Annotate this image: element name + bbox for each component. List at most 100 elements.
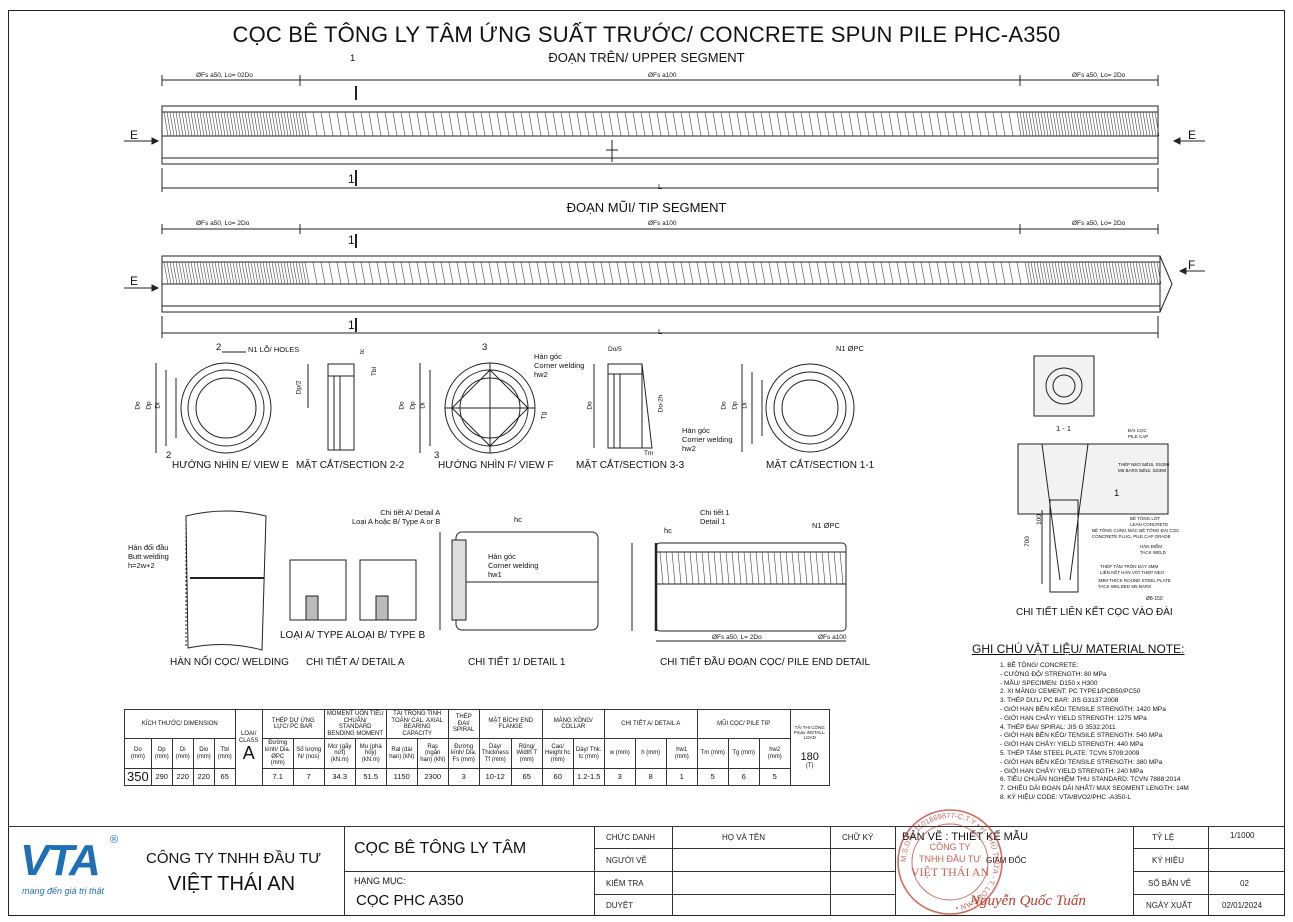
spiral-line: [480, 261, 486, 285]
spiral-line: [480, 111, 486, 137]
spiral-line: [1030, 261, 1036, 285]
spiral-line: [1072, 261, 1078, 285]
pile-end-note-pc: N1 ØPC: [812, 521, 840, 530]
spiral-line: [568, 111, 574, 137]
spiral-line: [1093, 261, 1099, 285]
spiral-line: [696, 261, 702, 285]
cap-dim-700: 700: [1023, 536, 1031, 547]
spec-value-cell: 220: [192, 767, 215, 787]
spiral-line: [178, 111, 184, 137]
spiral-line: [1102, 261, 1108, 285]
cap-note-5: HÀN ĐIỂM TACK WELD: [1140, 544, 1166, 555]
spiral-line: [768, 261, 774, 285]
spiral-line: [193, 261, 199, 285]
vta-logo: VTA: [20, 836, 101, 885]
welding-caption: HÀN NỐI CỌC/ WELDING: [170, 657, 289, 668]
upper-end-left: E: [130, 128, 139, 142]
spiral-line: [1144, 261, 1150, 285]
drawing-title: CỌC BÊ TÔNG LY TÂM ỨNG SUẤT TRƯỚC/ CONCR…: [232, 22, 1061, 47]
row-checked: KIỂM TRA: [606, 879, 644, 888]
spiral-line: [1076, 111, 1082, 137]
spiral-line: [704, 111, 710, 137]
spiral-line: [1156, 261, 1162, 285]
spiral-line: [1151, 111, 1157, 137]
view-f-dim-tg: Tg: [540, 411, 548, 420]
spiral-line: [833, 551, 838, 585]
spiral-line: [172, 111, 178, 137]
spiral-line: [376, 111, 382, 137]
col-position: CHỨC DANH: [606, 833, 656, 842]
spiral-line: [211, 111, 217, 137]
spec-header-cell: hw1 (mm): [665, 738, 698, 769]
spiral-line: [214, 111, 220, 137]
spiral-line: [1090, 261, 1096, 285]
material-note-title: GHI CHÚ VẬT LIỆU/ MATERIAL NOTE:: [972, 642, 1185, 656]
spiral-line: [821, 551, 826, 585]
spiral-line: [271, 111, 277, 137]
spiral-line: [984, 261, 990, 285]
spiral-line: [1130, 111, 1136, 137]
spec-value-cell: 3: [603, 767, 636, 787]
spiral-line: [1079, 111, 1085, 137]
detail-1-note-top: Chi tiết A/ Detail A Loại A hoặc B/ Type…: [352, 508, 441, 526]
spiral-line: [848, 261, 854, 285]
spiral-line: [528, 261, 534, 285]
spiral-line: [301, 261, 307, 285]
spiral-line: [265, 111, 271, 137]
upper-spacing-mid: ØFs a100: [648, 72, 677, 79]
spiral-line: [689, 551, 694, 585]
welding-note: Hàn đối đầu Butt welding h=2w+2: [128, 543, 169, 570]
spiral-line: [904, 111, 910, 137]
spiral-line: [1145, 111, 1151, 137]
row-approved: DUYỆT: [606, 901, 634, 910]
section-11-caption: MẶT CẮT/SECTION 1-1: [766, 460, 875, 471]
spiral-line: [320, 111, 326, 137]
spiral-line: [295, 261, 301, 285]
spec-value-cell: 5: [696, 767, 729, 787]
detail-1-note-weld: Hàn góc Corner welding hw1: [488, 552, 539, 579]
spiral-line: [217, 261, 223, 285]
spiral-line: [223, 261, 229, 285]
material-note-line: 2. XI MĂNG/ CEMENT: PC TYPE1/PCB50/PC50: [1000, 688, 1141, 696]
spiral-line: [166, 111, 172, 137]
spiral-line: [992, 111, 998, 137]
material-note-line: - GIỚI HẠN CHẢY/ YIELD STRENGTH: 240 MPa: [1000, 767, 1144, 775]
spec-group-dimension: KÍCH THƯỚC/ DIMENSION: [124, 708, 236, 740]
spiral-line: [552, 111, 558, 137]
spiral-line: [944, 261, 950, 285]
cap-note-6: THÉP TẤM TRÒN DÀY 3MM LIÊN KẾT HÀN VỚI T…: [1100, 564, 1165, 575]
spiral-line: [1008, 261, 1014, 285]
section-22-dim-tc: tc: [359, 348, 367, 355]
spiral-line: [896, 261, 902, 285]
spec-header-cell: Tbl (mm): [213, 738, 236, 769]
spiral-line: [707, 551, 712, 585]
tip-section-mark: 1: [348, 318, 355, 332]
spiral-line: [736, 111, 742, 137]
spiral-line: [584, 111, 590, 137]
spec-value-cell: 350: [124, 767, 152, 787]
spec-value-cell: 1: [665, 767, 698, 787]
spiral-line: [976, 261, 982, 285]
material-note-line: 8. KÝ HIỆU/ CODE: VTA/BVO2/PHC -A350-L: [1000, 793, 1132, 801]
spiral-line: [1087, 261, 1093, 285]
spiral-line: [360, 111, 366, 137]
spiral-line: [719, 551, 724, 585]
spiral-line: [184, 261, 190, 285]
spiral-line: [190, 111, 196, 137]
spiral-line: [211, 261, 217, 285]
spiral-line: [632, 261, 638, 285]
spiral-line: [199, 261, 205, 285]
spiral-line: [544, 111, 550, 137]
spiral-line: [880, 111, 886, 137]
spiral-line: [448, 261, 454, 285]
spiral-line: [1124, 111, 1130, 137]
spiral-line: [776, 261, 782, 285]
spiral-line: [247, 261, 253, 285]
spiral-line: [1036, 261, 1042, 285]
spiral-line: [936, 111, 942, 137]
spiral-line: [274, 111, 280, 137]
spiral-line: [1103, 111, 1109, 137]
spiral-line: [247, 111, 253, 137]
spiral-line: [824, 111, 830, 137]
spiral-line: [648, 111, 654, 137]
